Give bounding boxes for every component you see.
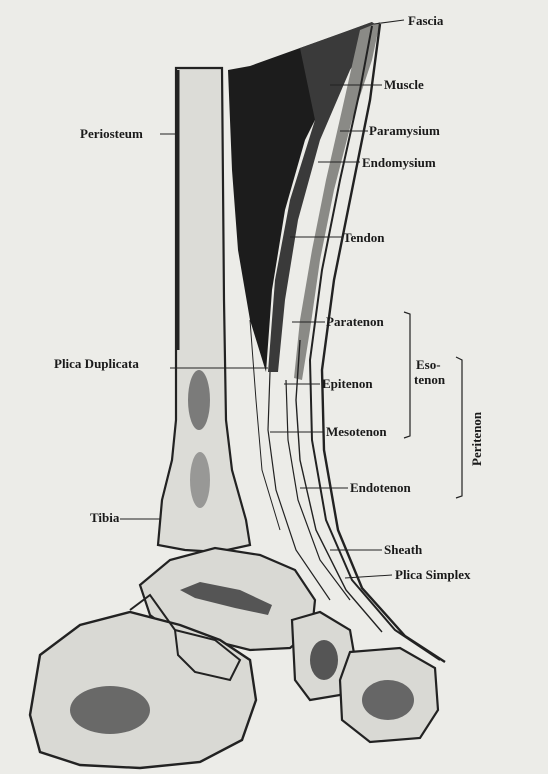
label-tendon: Tendon	[343, 231, 384, 245]
label-peritenon: Peritenon	[470, 412, 484, 466]
label-plica-duplicata: Plica Duplicata	[54, 357, 139, 371]
label-plica-simplex: Plica Simplex	[395, 568, 470, 582]
label-paratenon: Paratenon	[326, 315, 384, 329]
label-esotenon-line2: tenon	[414, 373, 445, 387]
label-sheath: Sheath	[384, 543, 422, 557]
cuneiform-bone	[340, 648, 438, 742]
label-tibia: Tibia	[90, 511, 119, 525]
label-fascia: Fascia	[408, 14, 443, 28]
label-paramysium: Paramysium	[369, 124, 440, 138]
label-epitenon: Epitenon	[322, 377, 373, 391]
label-esotenon-line1: Eso-	[416, 358, 441, 372]
label-muscle: Muscle	[384, 78, 424, 92]
label-endomysium: Endomysium	[362, 156, 436, 170]
label-endotenon: Endotenon	[350, 481, 411, 495]
label-periosteum: Periosteum	[80, 127, 143, 141]
label-mesotenon: Mesotenon	[326, 425, 387, 439]
